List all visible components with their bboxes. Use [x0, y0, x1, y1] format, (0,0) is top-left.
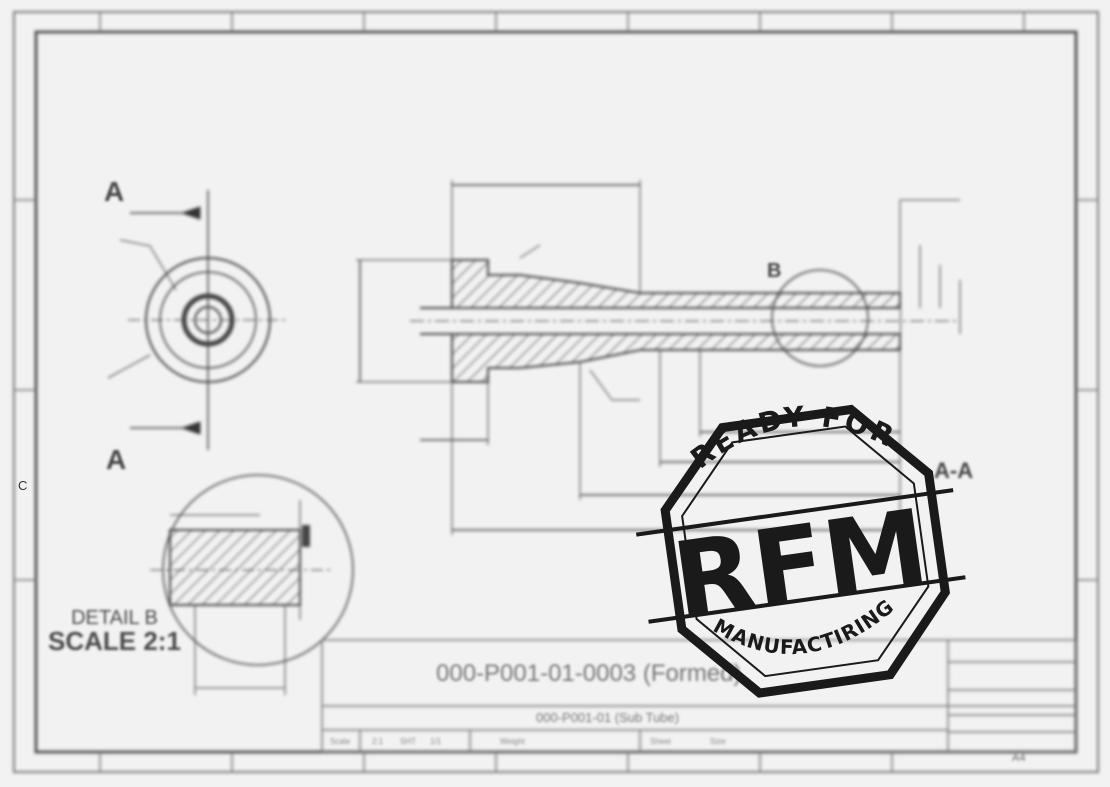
detail-title-line1: DETAIL B — [71, 607, 158, 629]
tb-sheet-label: Sheet — [650, 737, 671, 746]
section-view-label: A-A — [934, 458, 974, 483]
title-block-part-number: 000-P001-01-0003 (Formed) — [436, 660, 742, 687]
tb-sht-label: SHT — [400, 737, 416, 746]
end-view — [107, 190, 288, 450]
tb-scale-value: 2:1 — [372, 737, 384, 746]
title-block-description: 000-P001-01 (Sub Tube) — [536, 710, 680, 725]
tb-scale-label: Scale — [330, 737, 351, 746]
title-block — [321, 639, 1077, 753]
detail-view — [150, 474, 354, 695]
section-label-top: A — [104, 176, 125, 207]
zone-ticks — [14, 12, 1098, 772]
tb-weight-label: Weight — [500, 737, 525, 746]
outer-frame — [13, 11, 1099, 773]
detail-callout: B — [767, 260, 782, 282]
section-label-bottom: A — [106, 444, 127, 475]
detail-title-line2: SCALE 2:1 — [48, 626, 181, 656]
section-view — [356, 180, 961, 535]
tb-size-label: Size — [710, 737, 726, 746]
tb-sht-value: 1/1 — [430, 737, 442, 746]
tb-sheet-size: A4 — [1012, 752, 1026, 764]
detail-title: DETAIL B SCALE 2:1 — [48, 608, 181, 654]
inner-frame — [34, 30, 1078, 754]
border-side-letter: C — [18, 478, 28, 493]
